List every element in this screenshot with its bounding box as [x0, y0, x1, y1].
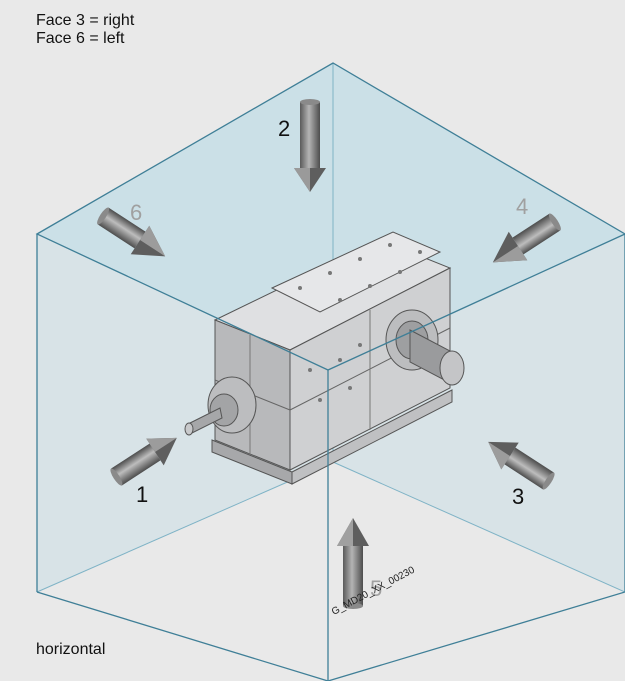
face-arrow-5: [337, 518, 369, 609]
face-number-1: 1: [136, 482, 149, 507]
face-number-2: 2: [278, 116, 291, 141]
face-arrow-2: [294, 99, 326, 192]
face-arrow-4: [492, 213, 561, 263]
face-arrow-1: [110, 437, 177, 486]
orientation-label: horizontal: [36, 641, 106, 658]
face-number-3: 3: [512, 484, 525, 509]
legend-face-6: Face 6 = left: [36, 30, 125, 47]
box-visible-edges: [35, 62, 625, 681]
legend-face-3: Face 3 = right: [36, 12, 135, 29]
face-number-4: 4: [516, 194, 529, 219]
face-arrow-6: [97, 207, 166, 257]
face-number-6: 6: [130, 200, 143, 225]
face-number-5: 5: [370, 576, 383, 601]
gear-unit: [184, 231, 465, 485]
face-arrow-3: [488, 441, 555, 490]
face-legend: Face 3 = right Face 6 = left: [36, 12, 134, 48]
